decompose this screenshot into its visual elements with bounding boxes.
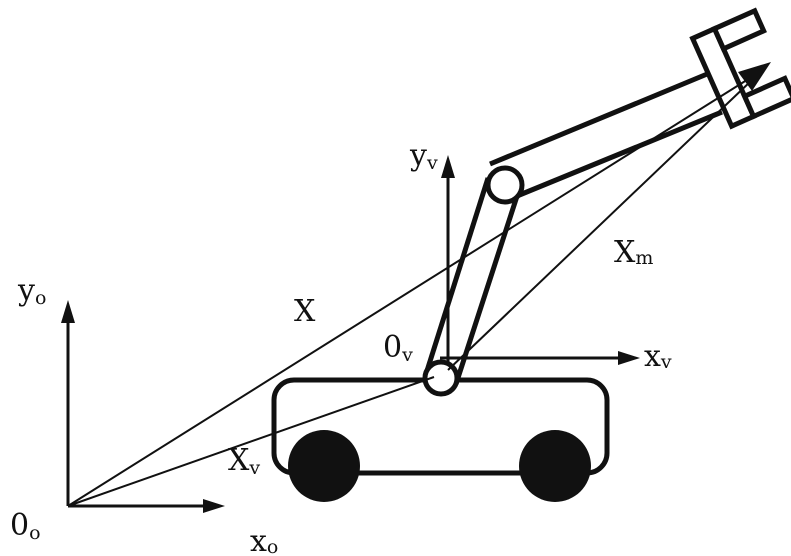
vector-xm-label: Xm — [614, 235, 653, 270]
upper-link-rail-top — [489, 69, 713, 167]
vector-xv-label: Xv — [228, 443, 260, 479]
vehicle-origin-label: 0v — [383, 330, 413, 366]
lower-link-rail-left — [423, 177, 491, 375]
world-y-axis-arrowhead — [61, 300, 75, 323]
vehicle-wheel-left — [288, 430, 360, 502]
elbow-joint — [485, 165, 525, 205]
manipulator-arm — [422, 7, 791, 397]
vehicle-y-axis-label: yv — [409, 138, 438, 174]
vehicle-x-axis-label: xv — [644, 339, 672, 374]
vector-xv-line — [67, 376, 435, 507]
gripper-finger-upper — [711, 7, 767, 53]
vectors — [67, 62, 771, 507]
labels: 0o xo yo 0v xv yv X Xv Xm — [10, 138, 672, 556]
vector-x-line — [67, 77, 751, 507]
vehicle — [271, 377, 610, 502]
world-frame — [61, 300, 225, 513]
vehicle-wheel-right — [519, 430, 591, 502]
gripper — [689, 7, 791, 130]
world-y-axis-label: yo — [17, 273, 46, 309]
gripper-finger-lower — [741, 75, 791, 120]
world-x-axis-arrowhead — [203, 499, 225, 513]
vehicle-x-axis-arrowhead — [618, 351, 640, 365]
vector-xm-line — [447, 79, 753, 371]
gripper-palm — [689, 25, 757, 130]
upper-link-rail-bottom — [516, 109, 723, 199]
vector-x-label: X — [294, 294, 316, 329]
vehicle-y-axis-arrowhead — [441, 155, 455, 178]
vehicle-frame — [440, 155, 640, 380]
world-origin-label: 0o — [10, 508, 41, 544]
vector-x-arrowhead — [738, 62, 771, 91]
world-x-axis-label: xo — [250, 524, 278, 556]
lower-link-rail-right — [453, 189, 522, 385]
